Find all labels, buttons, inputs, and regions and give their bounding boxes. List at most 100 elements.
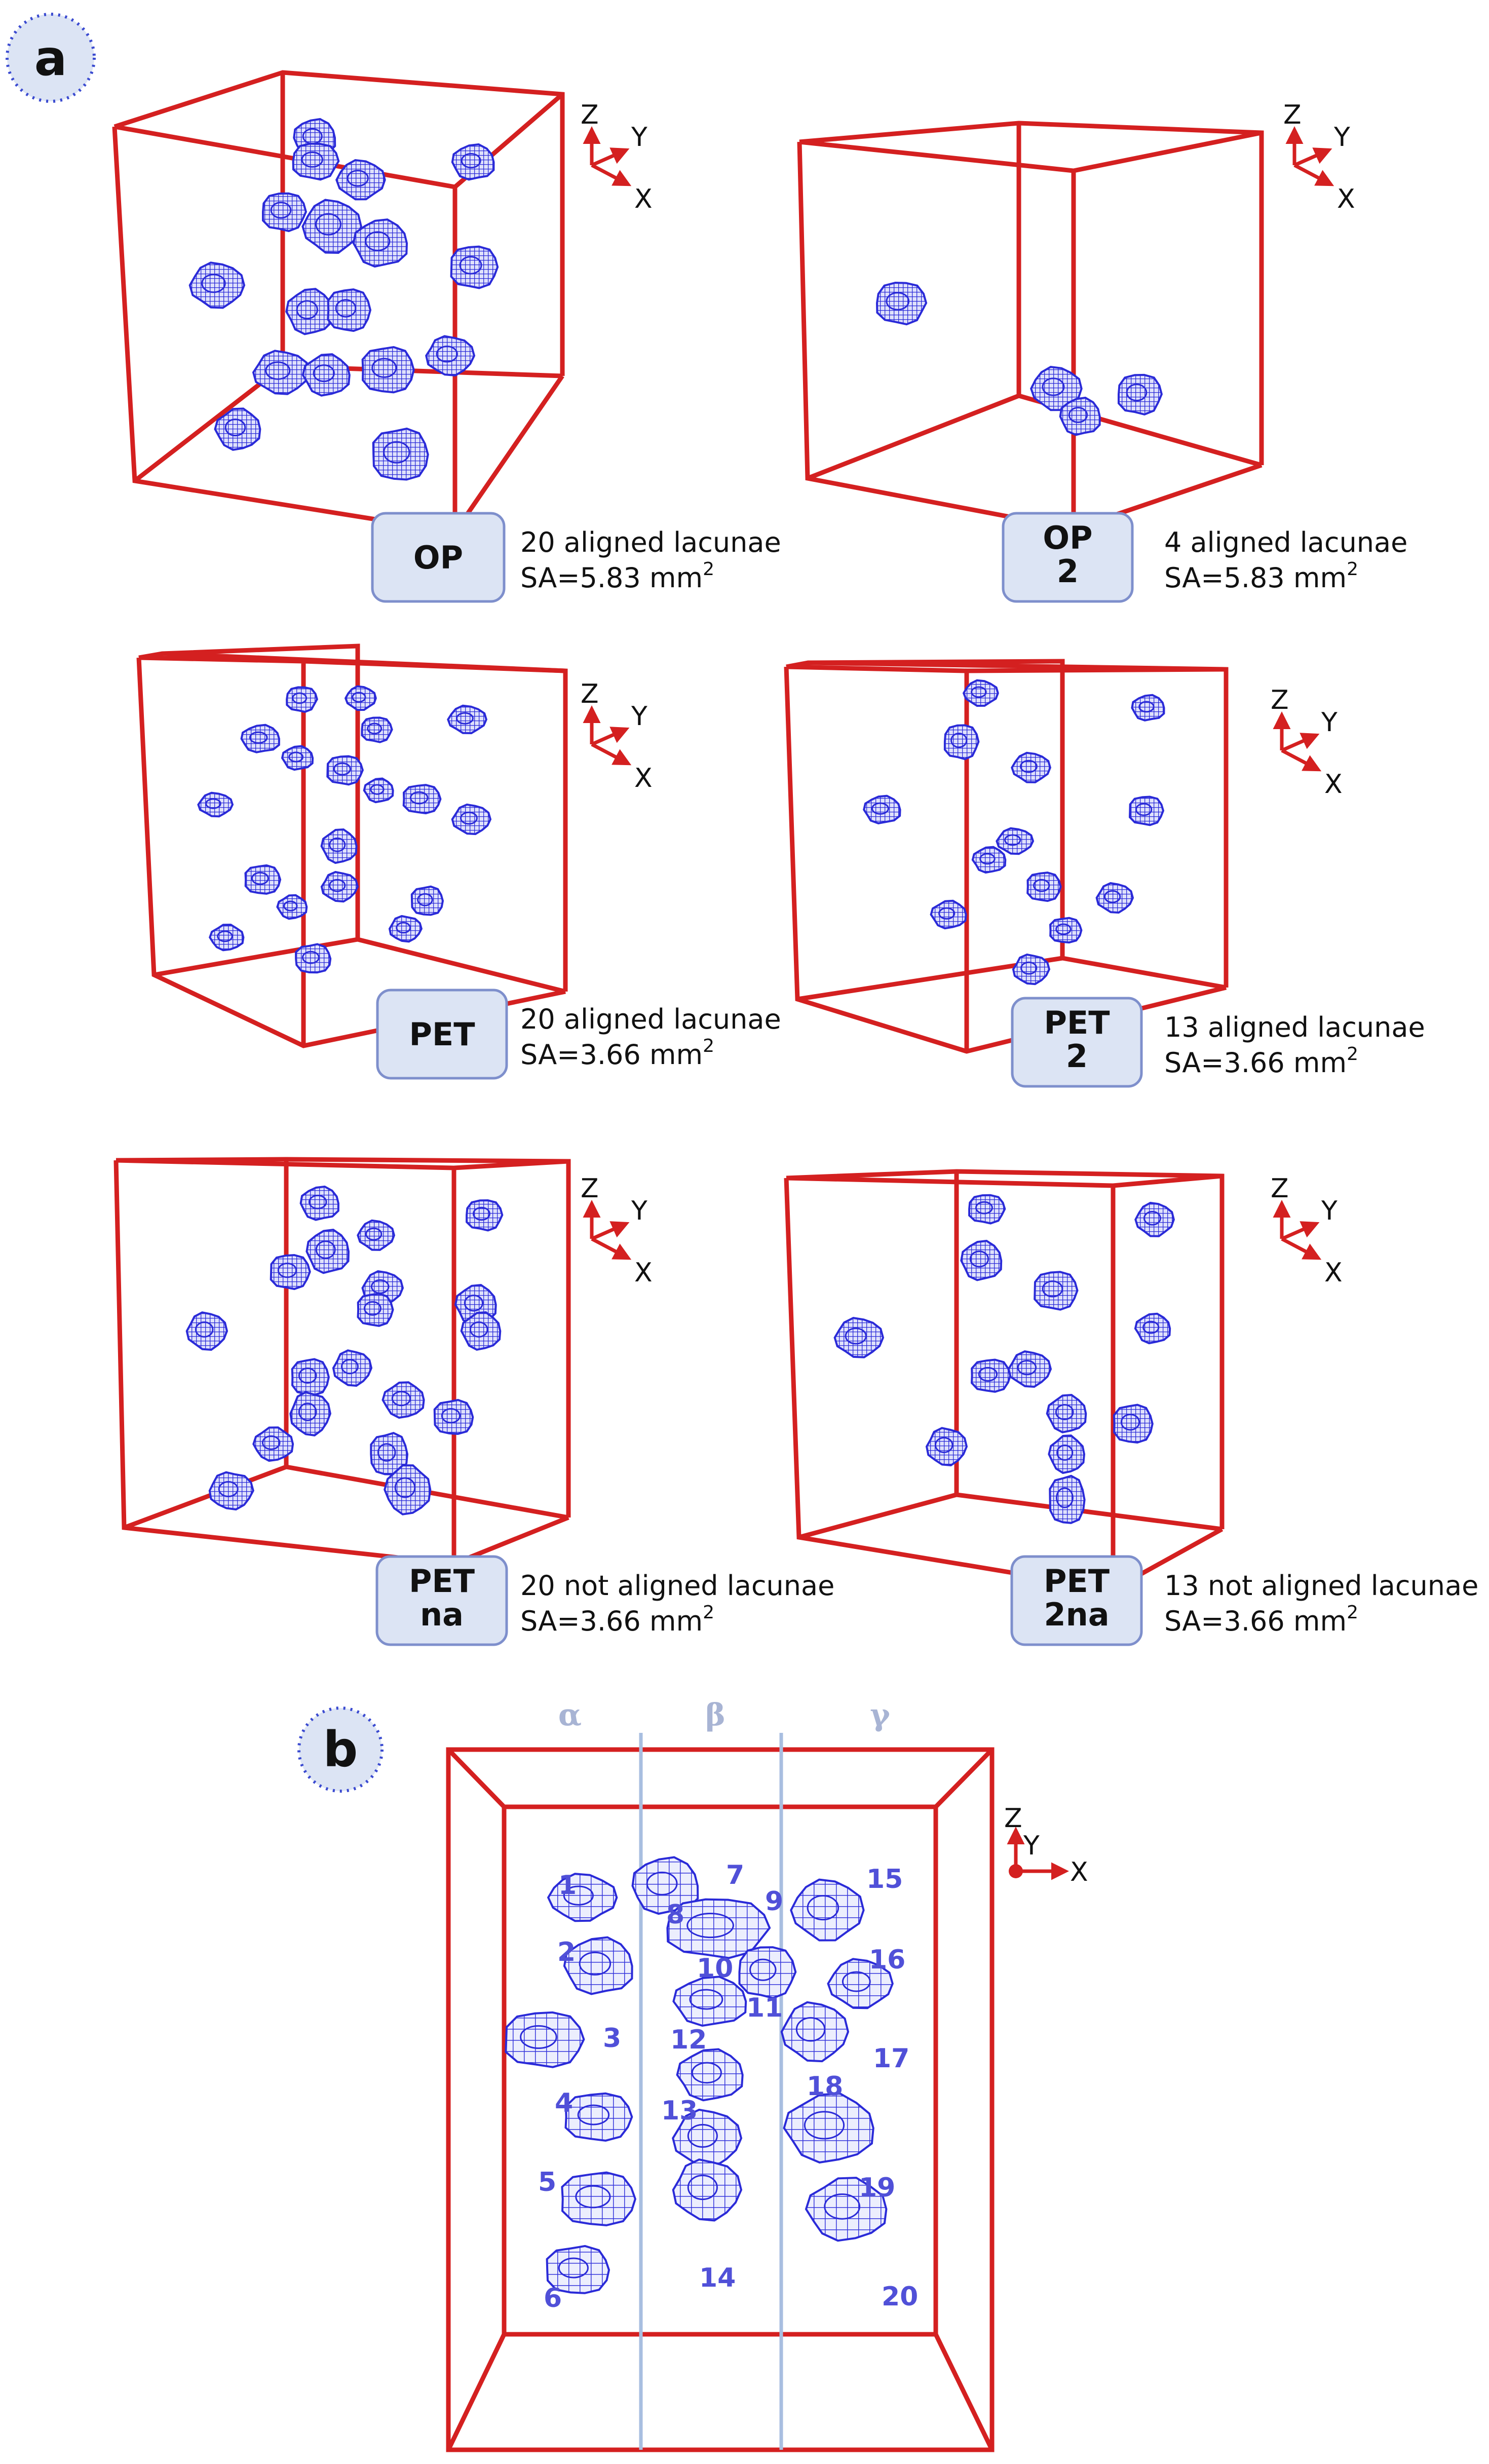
axis-letter: X [1324, 1258, 1343, 1288]
box-b [446, 1747, 995, 2452]
box-op [112, 70, 565, 535]
axis-letter: Z [1271, 685, 1289, 715]
lacuna [208, 1471, 254, 1511]
axis-b-x: X [1070, 1857, 1088, 1887]
lacunae-op [188, 118, 499, 481]
lacuna [971, 846, 1007, 874]
lacuna [1046, 1394, 1087, 1433]
lacuna [672, 2158, 743, 2222]
lacuna [1059, 396, 1101, 436]
lacuna [451, 803, 492, 836]
lacuna [672, 1976, 747, 2027]
lacuna [425, 335, 476, 376]
lacuna [299, 1185, 339, 1221]
lacuna [372, 427, 429, 481]
lacuna [1128, 795, 1165, 826]
lacuna [295, 943, 332, 974]
lacuna [827, 1958, 894, 2010]
lacuna [361, 716, 393, 743]
axis-letter: Y [1321, 707, 1338, 738]
lacuna-number: 18 [807, 2071, 843, 2102]
lacunae-pet2na [833, 1194, 1175, 1524]
lacunae-pet [197, 685, 492, 974]
axis-letter: Z [1271, 1173, 1289, 1204]
lacuna-number: 9 [765, 1886, 783, 1917]
axis-triad: ZYX [581, 1173, 653, 1288]
lacuna [561, 2171, 637, 2226]
lacuna [925, 1427, 968, 1467]
axis-letter: Y [631, 122, 647, 153]
caption-surface-area: SA=3.66 mm2 [1164, 1602, 1358, 1637]
axis-letter: X [634, 1258, 653, 1288]
lacuna [301, 353, 351, 397]
condition-label-box [1010, 1555, 1143, 1646]
lacuna [270, 1254, 311, 1291]
axis-letter: Z [581, 100, 599, 130]
lacuna [450, 245, 499, 289]
axis-triad: ZYX [581, 679, 653, 793]
lacuna-number: 7 [726, 1860, 744, 1890]
lacuna [505, 2011, 585, 2068]
panel-b-badge: b [297, 1707, 384, 1793]
condition-label-box [371, 512, 506, 603]
lacuna [863, 794, 901, 824]
lacuna [320, 870, 359, 903]
region-alpha: α [558, 1697, 582, 1733]
lacuna-number: 15 [866, 1864, 903, 1894]
lacuna-number: 5 [538, 2167, 556, 2197]
lacuna [1007, 1350, 1052, 1388]
lacuna [1134, 1312, 1171, 1345]
lacuna [1118, 373, 1163, 415]
caption-superscript: 2 [1347, 1602, 1358, 1623]
lacuna [292, 142, 340, 181]
lacuna [666, 1898, 771, 1959]
lacuna [546, 2245, 610, 2294]
lacuna [875, 281, 928, 326]
caption-count: 20 not aligned lacunae [520, 1570, 834, 1602]
caption-surface-area: SA=5.83 mm2 [1164, 559, 1358, 594]
lacuna-number: 11 [746, 1993, 783, 2023]
lacuna [240, 724, 280, 753]
condition-label-line: PET [409, 1016, 475, 1053]
lacuna [563, 1936, 633, 1995]
lacuna [460, 1311, 502, 1351]
axis-letter: X [1337, 184, 1355, 214]
lacuna-number: 2 [557, 1937, 576, 1967]
lacuna [433, 1398, 474, 1435]
lacunae-pet2 [863, 679, 1165, 985]
lacuna [547, 1873, 618, 1922]
lacuna [291, 1358, 330, 1396]
lacuna [326, 755, 364, 786]
caption-count: 13 not aligned lacunae [1164, 1570, 1478, 1602]
caption-superscript: 2 [1347, 1044, 1358, 1065]
caption-surface-area: SA=3.66 mm2 [520, 1036, 714, 1071]
lacuna-number: 4 [555, 2088, 573, 2118]
box-pet2 [784, 659, 1229, 1054]
lacuna [335, 159, 386, 201]
lacuna [564, 2092, 633, 2142]
lacuna [996, 827, 1035, 855]
lacuna [1049, 1474, 1086, 1524]
lacuna [188, 261, 246, 309]
lacuna [289, 1391, 331, 1436]
panel-a-letter: a [34, 30, 67, 87]
lacuna [285, 288, 334, 335]
axis-letter: Y [631, 1196, 647, 1226]
lacuna [1049, 917, 1083, 944]
lacuna [805, 2177, 888, 2242]
lacuna [410, 885, 444, 916]
lacuna [970, 1358, 1012, 1393]
lacuna-number: 1 [558, 1870, 577, 1901]
lacuna [1034, 1271, 1079, 1311]
lacuna [1095, 882, 1134, 914]
lacuna [208, 923, 245, 952]
axis-letter: X [634, 184, 653, 214]
lacuna [676, 2048, 744, 2102]
caption-superscript: 2 [703, 1602, 714, 1623]
